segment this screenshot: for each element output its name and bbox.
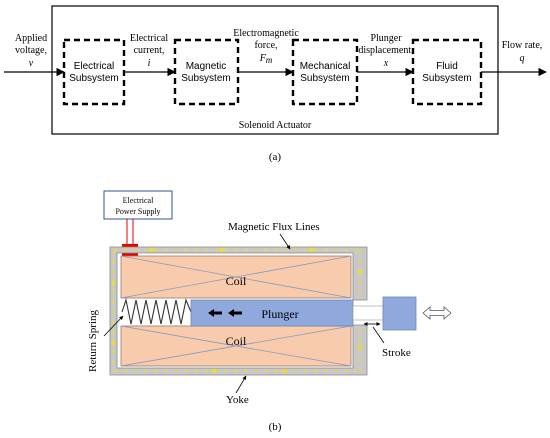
- spring-leader: [103, 315, 124, 337]
- input-label-2: voltage,: [15, 45, 47, 56]
- stroke-leader: [372, 326, 385, 344]
- return-spring: [121, 297, 192, 325]
- plunger-rod: [352, 305, 384, 321]
- electrical-subsystem-label-1: Electrical: [74, 61, 115, 72]
- flux-direction-markers: [111, 247, 363, 374]
- flux-leader: [279, 233, 291, 250]
- stroke-label: Stroke: [382, 347, 411, 359]
- power-supply-label-1: Electrical: [123, 196, 154, 205]
- motion-double-arrow: [422, 306, 452, 320]
- force-label-2: force,: [254, 40, 277, 51]
- electrical-subsystem-block: [62, 38, 126, 106]
- displacement-label-1: Plunger: [370, 33, 402, 44]
- panel-b: Electrical Power Supply Coil Coil Plunge…: [87, 190, 452, 433]
- flux-label: Magnetic Flux Lines: [228, 221, 320, 233]
- coil-top-label: Coil: [226, 274, 247, 288]
- flux-marker: [357, 270, 363, 276]
- current-label-1: Electrical: [130, 33, 169, 44]
- flux-marker: [220, 247, 226, 253]
- flux-marker: [111, 339, 116, 345]
- coil-bottom-label: Coil: [226, 334, 247, 348]
- left-arrow-1: [208, 309, 222, 317]
- flux-marker: [280, 368, 286, 374]
- force-label-1: Electromagnetic: [233, 28, 299, 39]
- output-variable: q: [520, 53, 525, 64]
- force-variable: Fm: [259, 53, 273, 65]
- yoke-leader: [235, 375, 247, 394]
- container-label: Solenoid Actuator: [239, 120, 312, 131]
- input-label-1: Applied: [15, 33, 47, 44]
- mechanical-subsystem-label-1: Mechanical: [300, 61, 351, 72]
- input-variable: v: [29, 58, 34, 69]
- flux-marker: [111, 279, 116, 285]
- displacement-label-2: displacement,: [358, 45, 413, 56]
- fluid-subsystem-label-2: Subsystem: [422, 73, 471, 84]
- electrical-subsystem-label-2: Subsystem: [69, 73, 118, 84]
- power-supply-box: [103, 190, 173, 220]
- mechanical-subsystem-label-2: Subsystem: [300, 73, 349, 84]
- return-spring-label: Return Spring: [87, 309, 99, 372]
- coil-top-cross-2: [120, 255, 352, 299]
- caption-a: (a): [269, 151, 282, 163]
- solenoid-actuator-container: [51, 5, 499, 135]
- yoke: [109, 246, 368, 376]
- fluid-subsystem-block: [411, 38, 483, 106]
- current-label-2: current,: [134, 45, 165, 56]
- output-label: Flow rate,: [502, 40, 543, 51]
- plunger-head: [382, 296, 417, 331]
- magnetic-subsystem-block: [173, 38, 240, 106]
- power-supply-label-2: Power Supply: [115, 207, 160, 216]
- mechanical-subsystem-block: [291, 38, 359, 106]
- flux-marker: [210, 368, 216, 374]
- panel-a: Electrical Subsystem Magnetic Subsystem …: [4, 5, 547, 163]
- flux-marker: [150, 247, 156, 253]
- fluid-subsystem-label-1: Fluid: [436, 61, 458, 72]
- coil-bottom-cross-2: [120, 325, 352, 367]
- caption-b: (b): [269, 421, 282, 433]
- plunger-label: Plunger: [261, 307, 298, 321]
- flux-marker: [357, 345, 363, 351]
- flux-marker: [310, 247, 316, 253]
- magnetic-subsystem-label-1: Magnetic: [186, 61, 227, 72]
- yoke-label: Yoke: [226, 394, 249, 406]
- plunger-force-arrows: [208, 309, 242, 317]
- magnetic-subsystem-label-2: Subsystem: [181, 73, 230, 84]
- displacement-variable: x: [383, 58, 389, 69]
- current-variable: i: [148, 58, 151, 69]
- left-arrow-2: [228, 309, 242, 317]
